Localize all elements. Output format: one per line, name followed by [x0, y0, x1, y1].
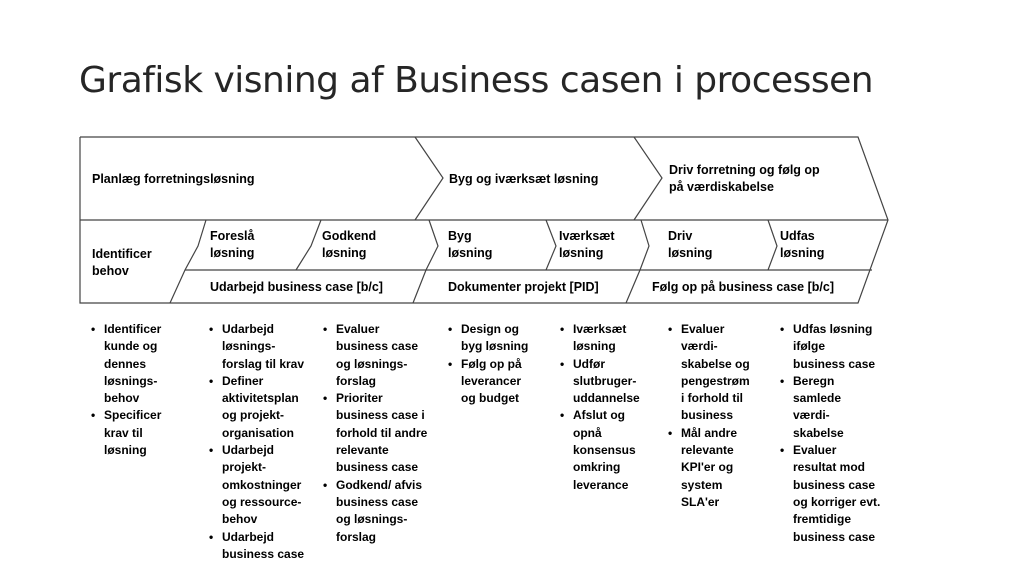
list-item: Godkend/ afvis business case og løsnings…: [323, 477, 427, 546]
list-item: Evaluer værdi- skabelse og pengestrøm i …: [668, 321, 750, 425]
list-item: Udarbejd løsnings- forslag til krav: [209, 321, 304, 373]
deliverable-document-project: Dokumenter projekt [PID]: [448, 280, 599, 294]
step-chevron-3: [412, 219, 439, 304]
step-label-identify: Identificer behov: [92, 247, 152, 278]
phase-label-build: Byg og iværksæt løsning: [449, 172, 599, 186]
list-item: Evaluer business case og løsnings- forsl…: [323, 321, 427, 390]
list-item: Mål andre relevante KPI'er og system SLA…: [668, 425, 750, 511]
list-item: Identificer kunde og dennes løsnings- be…: [91, 321, 161, 407]
list-item: Udfør slutbruger- uddannelse: [560, 356, 640, 408]
phase-label-plan: Planlæg forretningsløsning: [92, 172, 255, 186]
step-label-phase-out: Udfas løsning: [780, 229, 825, 260]
list-item: Udfas løsning ifølge business case: [780, 321, 880, 373]
activity-list-identify: Identificer kunde og dennes løsnings- be…: [90, 321, 161, 459]
activity-list-propose: Udarbejd løsnings- forslag til krav Defi…: [208, 321, 304, 563]
phase-label-run: Driv forretning og følg op på værdiskabe…: [669, 163, 820, 194]
list-item: Design og byg løsning: [448, 321, 528, 356]
step-chevron-6: [767, 219, 778, 271]
activity-list-run: Evaluer værdi- skabelse og pengestrøm i …: [667, 321, 750, 511]
list-item: Beregn samlede værdi- skabelse: [780, 373, 880, 442]
list-item: Prioriter business case i forhold til an…: [323, 390, 427, 476]
list-item: Specificer krav til løsning: [91, 407, 161, 459]
list-item: Iværksæt løsning: [560, 321, 640, 356]
activity-list-approve: Evaluer business case og løsnings- forsl…: [322, 321, 427, 546]
step-label-approve: Godkend løsning: [322, 229, 377, 260]
list-item: Udarbejd business case: [209, 529, 304, 564]
activity-list-launch: Iværksæt løsning Udfør slutbruger- uddan…: [559, 321, 640, 494]
list-item: Udarbejd projekt- omkostninger og ressou…: [209, 442, 304, 528]
diagram-outline: [79, 136, 889, 304]
step-chevron-1: [169, 219, 207, 304]
step-chevron-4: [545, 219, 557, 271]
list-item: Afslut og opnå konsensus omkring leveran…: [560, 407, 640, 493]
step-label-propose: Foreslå løsning: [210, 229, 255, 260]
list-item: Definer aktivitetsplan og projekt- organ…: [209, 373, 304, 442]
deliverable-business-case: Udarbejd business case [b/c]: [210, 280, 383, 294]
phase-chevron-2: [633, 136, 663, 221]
step-label-build: Byg løsning: [448, 229, 493, 260]
step-chevron-2: [295, 219, 322, 271]
step-chevron-5: [625, 219, 650, 304]
deliverable-follow-up-business-case: Følg op på business case [b/c]: [652, 280, 834, 294]
list-item: Evaluer resultat mod business case og ko…: [780, 442, 880, 546]
activity-list-build: Design og byg løsning Følg op på leveran…: [447, 321, 528, 407]
list-item: Følg op på leverancer og budget: [448, 356, 528, 408]
step-label-run: Driv løsning: [668, 229, 713, 260]
slide-title: Grafisk visning af Business casen i proc…: [79, 60, 874, 101]
phase-chevron-1: [414, 136, 444, 221]
step-label-launch: Iværksæt løsning: [559, 229, 615, 260]
activity-list-phase-out: Udfas løsning ifølge business case Bereg…: [779, 321, 880, 546]
